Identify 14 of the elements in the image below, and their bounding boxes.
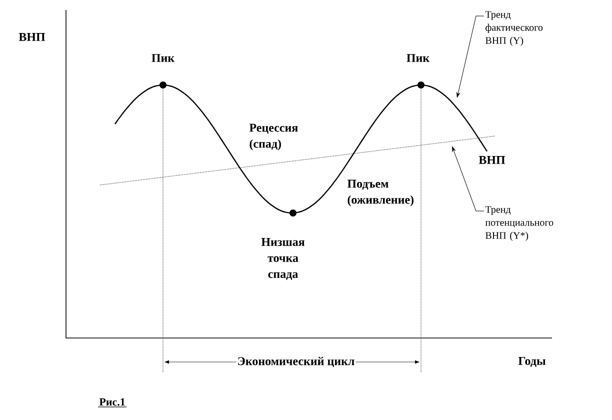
axis-label: Годы	[518, 357, 546, 367]
trough-label: Низшая точка спада	[261, 238, 305, 280]
figure-caption: Рис.1	[98, 398, 127, 408]
phase-label: Рецессия (спад)	[249, 124, 298, 150]
peak-label: Пик	[406, 54, 430, 62]
leader-line	[452, 146, 484, 212]
dimension-label: Экономический цикл	[236, 356, 356, 368]
trend-label: ВНП	[478, 156, 506, 164]
peak-label: Пик	[152, 54, 175, 62]
leader-line	[456, 16, 484, 98]
phase-label: Подъем (оживление)	[347, 180, 414, 206]
axis-label: ВНП	[18, 33, 46, 41]
annotation-text: Тренд потенциального ВНП (Y*)	[485, 206, 554, 241]
annotation-text: Тренд фактического ВНП (Y)	[485, 11, 543, 46]
